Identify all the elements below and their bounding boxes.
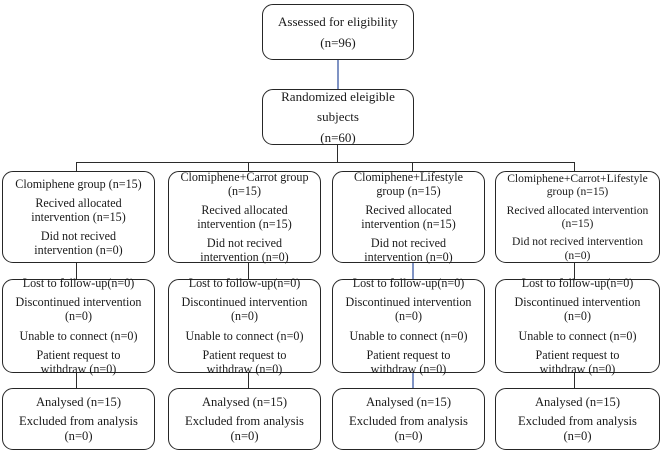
followup-lost-arm-1: Lost to follow-up(n=0) (22, 276, 135, 291)
connector-branch-arm-1 (76, 162, 78, 172)
followup-withdraw-arm-2: Patient request to withdraw (n=0) (202, 347, 287, 376)
followup-discontinued-arm-3: Discontinued intervention (n=0) (345, 295, 472, 324)
analysis-analysed-arm-1: Analysed (n=15) (35, 394, 122, 409)
allocation-received-arm-4: Recived allocated intervention (n=15) (506, 203, 649, 230)
allocation-heading-arm-1: Clomiphene group (n=15) (15, 176, 142, 191)
followup-withdraw-arm-3: Patient request to withdraw (n=0) (366, 347, 451, 376)
connector-followup-to-analysis-arm-4 (574, 373, 576, 389)
followup-box-arm-1: Lost to follow-up(n=0) Discontinued inte… (2, 276, 155, 376)
allocation-heading-arm-4: Clomiphene+Carrot+Lifestyle group (n=15) (507, 171, 648, 199)
randomized-line-1: Randomized eleigible (281, 89, 395, 105)
followup-unable-arm-1: Unable to connect (n=0) (19, 328, 138, 343)
allocation-not-received-arm-3: Did not recived intervention (n=0) (364, 236, 453, 265)
connector-followup-to-analysis-arm-3 (412, 373, 414, 389)
allocation-not-received-arm-2: Did not recived intervention (n=0) (200, 236, 289, 265)
analysis-box-arm-4: Analysed (n=15) Excluded from analysis (… (495, 388, 660, 450)
connector-followup-to-analysis-arm-2 (248, 373, 250, 389)
allocation-box-arm-2: Clomiphene+Carrot group (n=15) Recived a… (168, 169, 321, 265)
followup-discontinued-arm-4: Discontinued intervention (n=0) (514, 295, 641, 324)
allocation-distribution-bar (76, 162, 575, 164)
followup-lost-arm-3: Lost to follow-up(n=0) (352, 276, 465, 291)
randomized-subjects-box: Randomized eleigible subjects (n=60) (262, 89, 414, 145)
analysis-analysed-arm-3: Analysed (n=15) (365, 394, 452, 409)
connector-allocation-to-followup-arm-2 (248, 263, 250, 280)
assessed-for-eligibility-box: Assessed for eligibility (n=96) (262, 4, 414, 60)
connector-allocation-to-followup-arm-1 (76, 263, 78, 280)
allocation-received-arm-3: Recived allocated intervention (n=15) (361, 202, 456, 231)
followup-withdraw-arm-4: Patient request to withdraw (n=0) (535, 347, 620, 376)
analysis-excluded-arm-2: Excluded from analysis (n=0) (185, 414, 304, 443)
allocation-heading-arm-3: Clomiphene+Lifestyle group (n=15) (354, 169, 463, 198)
followup-unable-arm-4: Unable to connect (n=0) (518, 328, 637, 343)
followup-discontinued-arm-1: Discontinued intervention (n=0) (15, 295, 142, 324)
followup-discontinued-arm-2: Discontinued intervention (n=0) (181, 295, 308, 324)
analysis-box-arm-1: Analysed (n=15) Excluded from analysis (… (2, 388, 155, 450)
connector-randomized-stem (337, 145, 339, 163)
connector-branch-arm-2 (248, 162, 250, 172)
allocation-not-received-arm-4: Did not recived intervention (n=0) (511, 235, 644, 262)
connector-branch-arm-3 (412, 162, 414, 172)
followup-lost-arm-4: Lost to follow-up(n=0) (521, 276, 634, 291)
connector-assessed-to-randomized (337, 60, 339, 90)
allocation-box-arm-3: Clomiphene+Lifestyle group (n=15) Recive… (332, 169, 485, 265)
followup-box-arm-3: Lost to follow-up(n=0) Discontinued inte… (332, 276, 485, 376)
analysis-analysed-arm-2: Analysed (n=15) (201, 394, 288, 409)
followup-box-arm-2: Lost to follow-up(n=0) Discontinued inte… (168, 276, 321, 376)
allocation-heading-arm-2: Clomiphene+Carrot group (n=15) (180, 169, 309, 198)
allocation-received-arm-2: Recived allocated intervention (n=15) (197, 202, 292, 231)
analysis-excluded-arm-3: Excluded from analysis (n=0) (349, 414, 468, 443)
connector-followup-to-analysis-arm-1 (76, 373, 78, 389)
connector-allocation-to-followup-arm-3 (412, 263, 414, 280)
randomized-line-2: subjects (317, 109, 359, 125)
assessed-line-1: Assessed for eligibility (278, 14, 398, 30)
allocation-box-arm-4: Clomiphene+Carrot+Lifestyle group (n=15)… (495, 171, 660, 263)
connector-allocation-to-followup-arm-4 (574, 263, 576, 280)
allocation-box-arm-1: Clomiphene group (n=15) Recived allocate… (2, 171, 155, 263)
analysis-box-arm-3: Analysed (n=15) Excluded from analysis (… (332, 388, 485, 450)
connector-branch-arm-4 (574, 162, 576, 172)
allocation-not-received-arm-1: Did not recived intervention (n=0) (34, 229, 123, 258)
followup-unable-arm-2: Unable to connect (n=0) (185, 328, 304, 343)
randomized-line-3: (n=60) (320, 129, 356, 145)
assessed-line-2: (n=96) (320, 34, 356, 50)
followup-box-arm-4: Lost to follow-up(n=0) Discontinued inte… (495, 276, 660, 376)
followup-lost-arm-2: Lost to follow-up(n=0) (188, 276, 301, 291)
analysis-analysed-arm-4: Analysed (n=15) (534, 394, 621, 409)
followup-withdraw-arm-1: Patient request to withdraw (n=0) (36, 347, 121, 376)
followup-unable-arm-3: Unable to connect (n=0) (349, 328, 468, 343)
analysis-box-arm-2: Analysed (n=15) Excluded from analysis (… (168, 388, 321, 450)
analysis-excluded-arm-4: Excluded from analysis (n=0) (518, 414, 637, 443)
analysis-excluded-arm-1: Excluded from analysis (n=0) (19, 414, 138, 443)
allocation-received-arm-1: Recived allocated intervention (n=15) (31, 195, 126, 224)
